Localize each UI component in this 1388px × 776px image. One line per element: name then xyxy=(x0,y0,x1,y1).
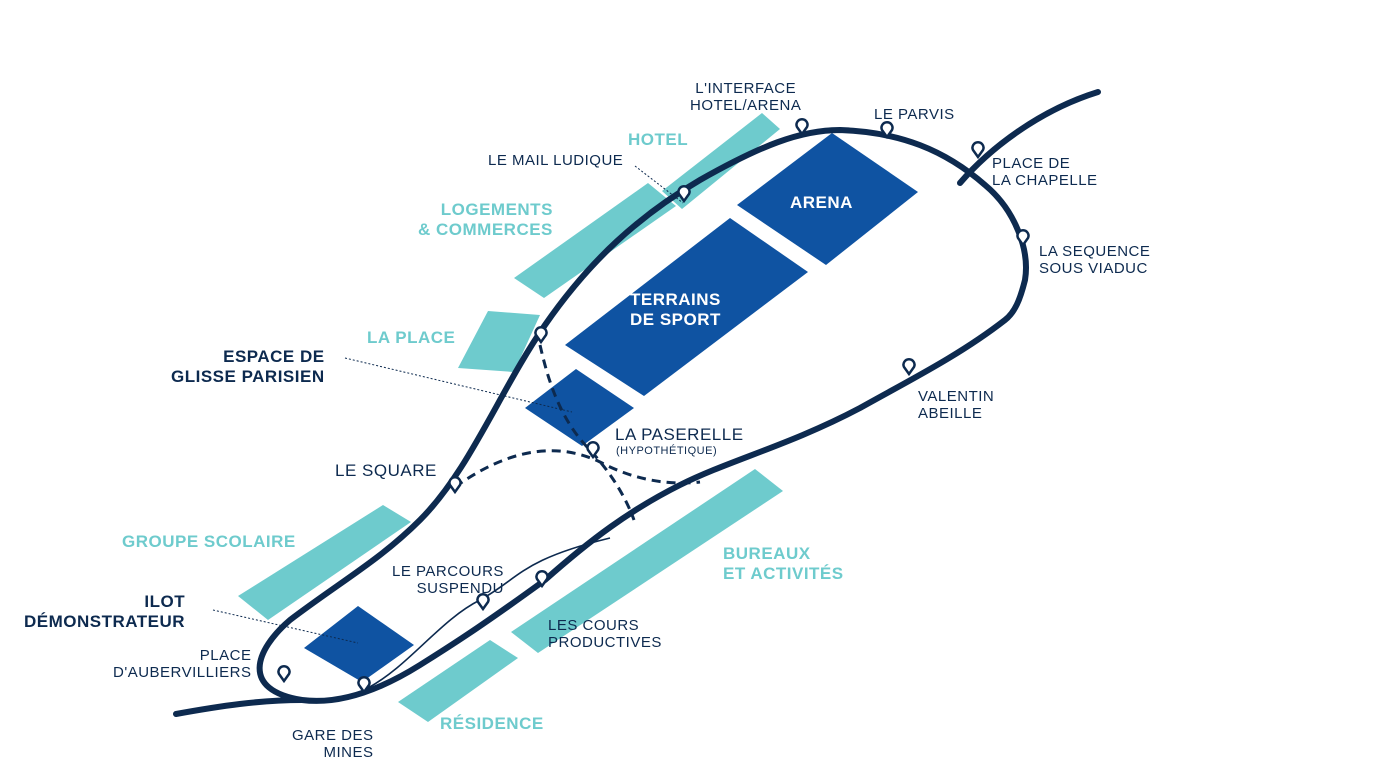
label-terrains-line2: DE SPORT xyxy=(630,309,721,329)
label-aubervilliers: PLACE D'AUBERVILLIERS xyxy=(113,647,251,682)
label-interface-line2: HOTEL/ARENA xyxy=(690,97,802,115)
label-la-place: LA PLACE xyxy=(367,328,456,347)
label-logements: LOGEMENTS & COMMERCES xyxy=(418,200,553,239)
zone-terrains xyxy=(565,218,808,396)
label-logements-line1: LOGEMENTS xyxy=(440,200,553,219)
map-pin-icon[interactable] xyxy=(902,357,916,377)
blue-zones xyxy=(304,133,918,682)
label-espace-glisse-line1: ESPACE DE xyxy=(223,347,325,366)
label-terrains-line1: TERRAINS xyxy=(630,290,721,309)
label-residence: RÉSIDENCE xyxy=(440,714,544,733)
zone-logements xyxy=(514,183,676,298)
label-valentin-line2: ABEILLE xyxy=(918,405,983,423)
label-bureaux: BUREAUX ET ACTIVITÉS xyxy=(723,544,844,583)
label-chapelle: PLACE DE LA CHAPELLE xyxy=(992,155,1098,190)
map-pin-icon[interactable] xyxy=(357,675,371,695)
leader-lines xyxy=(212,165,684,644)
loop-path xyxy=(173,89,1101,717)
zone-ilot xyxy=(304,606,414,682)
label-cours-line2: PRODUCTIVES xyxy=(548,634,662,652)
label-terrains: TERRAINS DE SPORT xyxy=(630,290,721,329)
label-sequence-line1: LA SEQUENCE xyxy=(1039,243,1151,260)
map-pin-icon[interactable] xyxy=(795,117,809,137)
zone-la-place xyxy=(458,311,540,372)
map-pin-icon[interactable] xyxy=(1016,228,1030,248)
label-interface-line1: L'INTERFACE xyxy=(695,80,797,97)
map-pin-icon[interactable] xyxy=(677,184,691,204)
label-hotel: HOTEL xyxy=(628,130,689,149)
passerelle-dashed xyxy=(454,344,701,521)
label-gare-line1: GARE DES xyxy=(292,727,374,744)
label-aubervilliers-line2: D'AUBERVILLIERS xyxy=(113,664,252,682)
label-sequence: LA SEQUENCE SOUS VIADUC xyxy=(1039,243,1150,278)
label-chapelle-line2: LA CHAPELLE xyxy=(992,172,1098,190)
label-mail-ludique: LE MAIL LUDIQUE xyxy=(488,152,624,169)
label-cours-line1: LES COURS xyxy=(548,617,640,634)
map-pin-icon[interactable] xyxy=(880,120,894,140)
label-paserelle-note: (HYPOTHÉTIQUE) xyxy=(616,445,718,457)
label-logements-line2: & COMMERCES xyxy=(418,219,553,239)
map-pins xyxy=(277,117,1030,695)
label-bureaux-line2: ET ACTIVITÉS xyxy=(723,563,844,583)
zone-groupe-scolaire xyxy=(238,505,411,620)
label-ilot: ILOT DÉMONSTRATEUR xyxy=(24,592,185,631)
label-sequence-line2: SOUS VIADUC xyxy=(1039,260,1148,278)
map-pin-icon[interactable] xyxy=(535,569,549,589)
label-aubervilliers-line1: PLACE xyxy=(199,647,252,664)
label-valentin-line1: VALENTIN xyxy=(918,388,995,405)
map-pin-icon[interactable] xyxy=(534,325,548,345)
zone-arena xyxy=(737,133,918,265)
label-gare: GARE DES MINES xyxy=(292,727,374,762)
label-arena: ARENA xyxy=(790,193,853,212)
zone-espace-glisse xyxy=(525,369,634,446)
label-espace-glisse: ESPACE DE GLISSE PARISIEN xyxy=(171,347,325,386)
label-cours: LES COURS PRODUCTIVES xyxy=(548,617,662,652)
teal-zones xyxy=(238,113,783,722)
map-pin-icon[interactable] xyxy=(476,592,490,612)
label-ilot-line1: ILOT xyxy=(144,592,186,611)
label-parcours: LE PARCOURS SUSPENDU xyxy=(392,563,504,598)
map-pin-icon[interactable] xyxy=(586,440,600,460)
label-parvis: LE PARVIS xyxy=(874,106,955,123)
label-ilot-line2: DÉMONSTRATEUR xyxy=(24,611,186,631)
map-pin-icon[interactable] xyxy=(277,664,291,684)
label-parcours-line2: SUSPENDU xyxy=(416,580,504,598)
map-pin-icon[interactable] xyxy=(448,475,462,495)
label-paserelle: LA PASERELLE xyxy=(615,425,744,444)
label-parcours-line1: LE PARCOURS xyxy=(392,563,504,580)
zone-bureaux xyxy=(511,469,783,653)
label-groupe-scolaire: GROUPE SCOLAIRE xyxy=(122,532,296,551)
label-espace-glisse-line2: GLISSE PARISIEN xyxy=(171,366,325,386)
zone-residence xyxy=(398,640,518,722)
label-valentin: VALENTIN ABEILLE xyxy=(918,388,994,423)
label-square: LE SQUARE xyxy=(335,461,437,480)
map-pin-icon[interactable] xyxy=(971,140,985,160)
label-bureaux-line1: BUREAUX xyxy=(723,544,811,563)
label-interface: L'INTERFACE HOTEL/ARENA xyxy=(690,80,801,115)
label-chapelle-line1: PLACE DE xyxy=(992,155,1071,172)
label-gare-line2: MINES xyxy=(323,744,374,762)
